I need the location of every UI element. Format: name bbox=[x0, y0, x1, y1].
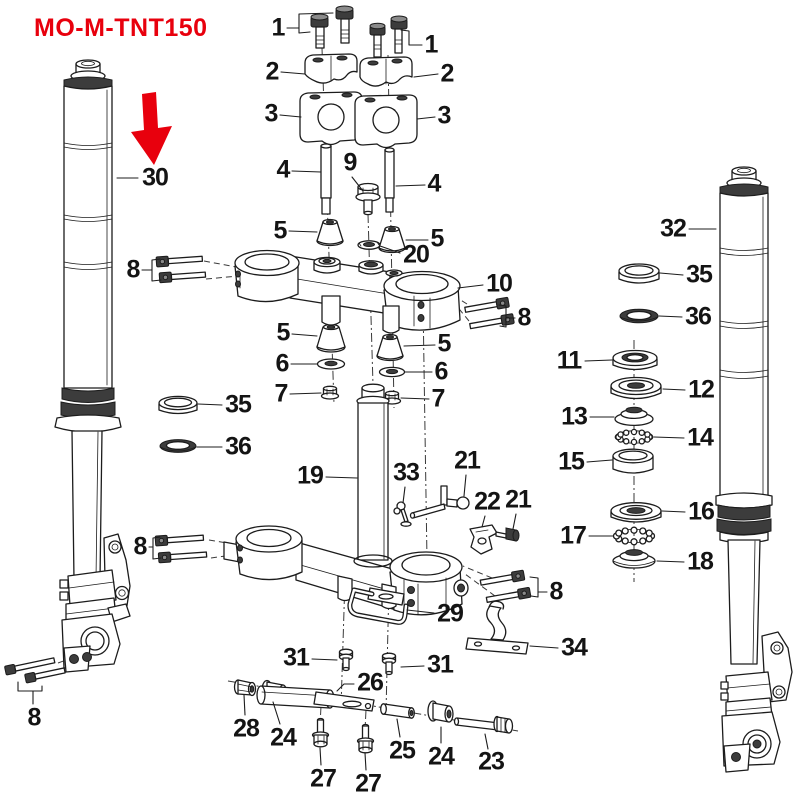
part-label-4-9: 4 bbox=[427, 169, 442, 198]
part-label-9-8: 9 bbox=[343, 148, 358, 177]
pivot-bolt-23 bbox=[453, 715, 514, 734]
part-label-29-31: 29 bbox=[437, 599, 464, 628]
oil-seal-right-36 bbox=[619, 308, 659, 324]
axle-pinch-bolts-left bbox=[4, 657, 66, 684]
part-label-35-45: 35 bbox=[686, 260, 713, 289]
diagram-code: MO-M-TNT150 bbox=[34, 14, 208, 42]
part-label-8-15: 8 bbox=[517, 303, 532, 332]
part-label-28-36: 28 bbox=[233, 714, 260, 743]
part-label-7-21: 7 bbox=[431, 384, 446, 413]
part-label-36-23: 36 bbox=[225, 432, 252, 461]
stem-washer bbox=[357, 240, 381, 250]
part-label-19-24: 19 bbox=[297, 461, 324, 490]
part-label-8-29: 8 bbox=[133, 532, 148, 561]
part-label-1-2: 1 bbox=[424, 30, 439, 59]
stem-nut-bolt bbox=[355, 182, 381, 216]
flange-nut-28 bbox=[233, 679, 257, 697]
part-label-5-10: 5 bbox=[273, 216, 288, 245]
fork-tube-left bbox=[54, 59, 122, 581]
part-label-18-54: 18 bbox=[687, 547, 714, 576]
part-label-11-47: 11 bbox=[556, 346, 582, 375]
part-label-2-3: 2 bbox=[265, 57, 280, 86]
part-label-20-12: 20 bbox=[403, 240, 430, 269]
part-label-8-30: 8 bbox=[549, 577, 564, 606]
part-label-16-52: 16 bbox=[688, 497, 715, 526]
part-label-24-41: 24 bbox=[428, 742, 455, 771]
part-label-13-49: 13 bbox=[561, 402, 588, 431]
part-label-3-6: 3 bbox=[437, 101, 452, 130]
part-label-4-7: 4 bbox=[276, 155, 291, 184]
part-label-6-17: 6 bbox=[275, 349, 290, 378]
lock-pin bbox=[393, 501, 412, 527]
part-label-21-26: 21 bbox=[454, 446, 481, 475]
clamp-bolts-top-right bbox=[464, 296, 515, 330]
part-label-22-27: 22 bbox=[474, 487, 501, 516]
bottom-triple-clamp bbox=[223, 525, 469, 616]
part-label-21-28: 21 bbox=[505, 485, 532, 514]
dust-seal-right-35 bbox=[618, 263, 660, 284]
part-label-8-43: 8 bbox=[27, 703, 42, 732]
part-label-7-18: 7 bbox=[274, 379, 289, 408]
part-label-31-33: 31 bbox=[283, 643, 310, 672]
part-label-17-53: 17 bbox=[560, 521, 587, 550]
part-label-8-14: 8 bbox=[126, 255, 141, 284]
clamp-bolts-bottom-right bbox=[479, 569, 532, 603]
part-label-2-4: 2 bbox=[440, 59, 455, 88]
part-label-5-11: 5 bbox=[430, 224, 445, 253]
part-label-27-39: 27 bbox=[355, 769, 382, 798]
part-label-3-5: 3 bbox=[264, 99, 279, 128]
part-label-26-35: 26 bbox=[357, 668, 384, 697]
oil-seal-left-36 bbox=[159, 439, 197, 453]
part-label-33-25: 33 bbox=[393, 458, 420, 487]
part-label-36-46: 36 bbox=[685, 302, 712, 331]
part-label-32-44: 32 bbox=[660, 214, 687, 243]
bolt-27-left bbox=[311, 717, 330, 748]
part-label-6-20: 6 bbox=[434, 357, 449, 386]
part-label-24-37: 24 bbox=[270, 723, 297, 752]
handlebar-riser-right bbox=[354, 15, 418, 149]
fork-lower-left bbox=[59, 533, 131, 673]
part-label-12-48: 12 bbox=[688, 375, 715, 404]
part-label-31-34: 31 bbox=[427, 650, 454, 679]
leader-lines bbox=[17, 12, 717, 771]
clamp-bolts-top-left bbox=[155, 255, 207, 284]
handlebar-riser-left bbox=[299, 5, 363, 146]
spacer-25 bbox=[380, 703, 415, 719]
stem-washers bbox=[316, 358, 406, 378]
part-label-23-42: 23 bbox=[478, 747, 505, 776]
part-label-30-0: 30 bbox=[142, 163, 169, 192]
part-label-10-13: 10 bbox=[486, 269, 513, 298]
screw-31-left bbox=[338, 648, 354, 672]
wire-guide-bracket bbox=[347, 587, 409, 625]
bushing-24-right bbox=[427, 700, 454, 723]
fork-lower-right bbox=[720, 631, 793, 773]
bolt-27-right bbox=[356, 723, 375, 754]
part-label-34-32: 34 bbox=[561, 633, 588, 662]
screw-31-right bbox=[381, 652, 397, 676]
part-label-5-16: 5 bbox=[276, 318, 291, 347]
fork-tube-right bbox=[715, 166, 773, 665]
part-label-25-40: 25 bbox=[389, 736, 416, 765]
part-label-35-22: 35 bbox=[225, 390, 252, 419]
clamp-screw bbox=[495, 527, 520, 542]
part-label-14-50: 14 bbox=[687, 423, 714, 452]
cable-clamp bbox=[469, 524, 498, 555]
clamp-bolts-bottom-left bbox=[154, 534, 208, 564]
part-label-5-19: 5 bbox=[437, 329, 452, 358]
bearing-stack bbox=[610, 349, 662, 569]
riser-studs bbox=[320, 143, 395, 215]
highlight-arrow bbox=[131, 92, 172, 165]
part-label-1-1: 1 bbox=[271, 13, 286, 42]
top-triple-clamp bbox=[234, 249, 461, 334]
part-label-27-38: 27 bbox=[310, 764, 337, 793]
dust-seal-left-35 bbox=[158, 395, 198, 415]
rubber-cones bbox=[316, 218, 406, 362]
stand-bracket bbox=[465, 600, 529, 655]
steering-stem bbox=[356, 383, 390, 561]
ball-pin bbox=[409, 485, 470, 519]
part-label-15-51: 15 bbox=[558, 447, 585, 476]
damper-arm-26 bbox=[256, 685, 375, 712]
